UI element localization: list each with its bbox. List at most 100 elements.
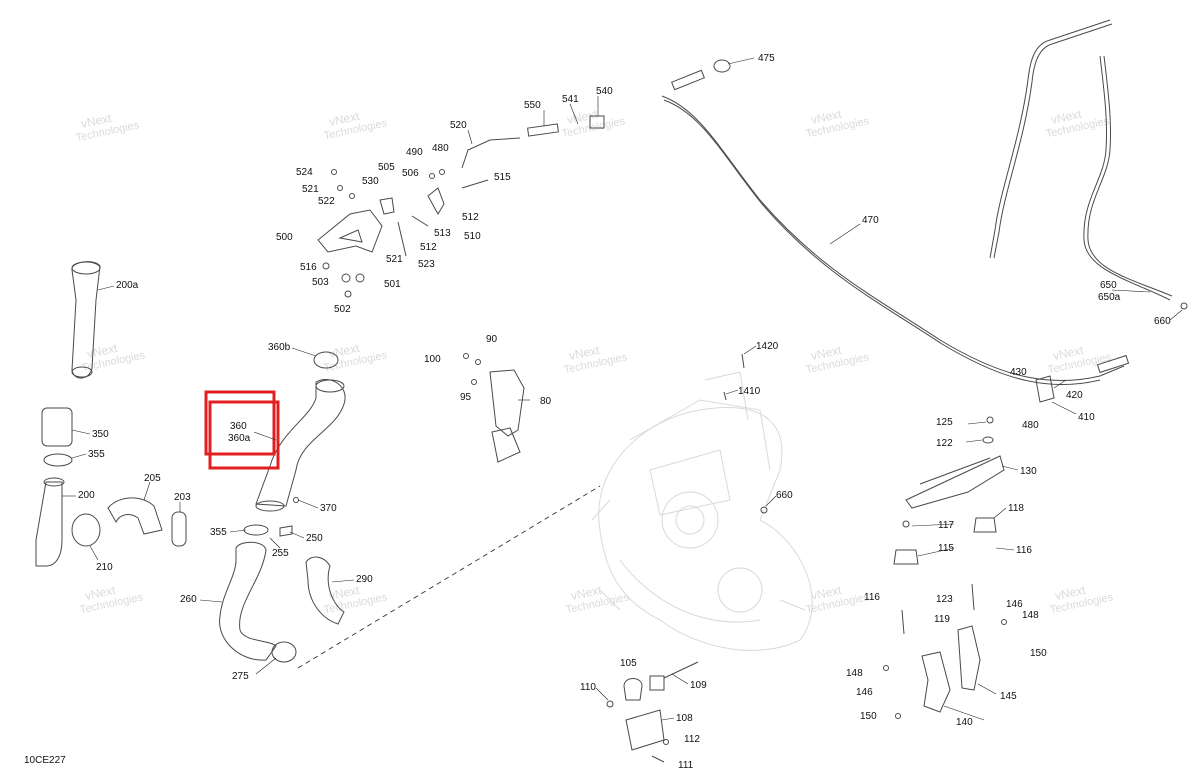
part-label-130: 130 (1020, 466, 1037, 477)
part-label-541: 541 (562, 94, 579, 105)
part-label-116-left: 116 (864, 592, 880, 603)
part-label-430: 430 (1010, 367, 1027, 378)
tube-360 (255, 379, 346, 507)
leader-line (1001, 465, 1019, 471)
nut-112 (663, 739, 669, 745)
watermark: vNextTechnologies (1042, 101, 1111, 140)
watermark-line1: vNext (566, 107, 600, 127)
nut-150 (895, 713, 901, 719)
part-label-200a: 200a (116, 280, 139, 291)
engine-ghost-outline (591, 371, 813, 651)
leader-line (725, 389, 739, 395)
watermark: vNextTechnologies (1046, 577, 1115, 616)
clip-660 (1180, 302, 1188, 310)
part-label-530: 530 (362, 176, 379, 187)
part-label-290: 290 (356, 574, 373, 585)
part-label-512-right: 512 (462, 212, 479, 223)
pedal-80-pad (491, 427, 521, 463)
hose-650 (989, 19, 1188, 310)
part-label-148-right: 148 (1022, 610, 1039, 621)
part-label-521-top: 521 (302, 184, 319, 195)
part-label-146-right: 146 (1006, 599, 1023, 610)
cable-470-line (661, 95, 1125, 382)
part-label-200: 200 (78, 490, 95, 501)
cable-470-line-2 (663, 99, 1101, 386)
part-label-116-right: 116 (1016, 545, 1032, 556)
watermark-line1: vNext (84, 583, 118, 603)
part-label-119: 119 (934, 614, 950, 625)
bracket-108 (625, 709, 665, 751)
nut-148 (883, 665, 889, 671)
grommet-475 (713, 59, 731, 73)
part-label-111: 111 (678, 760, 694, 771)
leader-line (569, 103, 579, 125)
nut-516 (322, 262, 330, 270)
part-label-522: 522 (318, 196, 335, 207)
part-label-205: 205 (144, 473, 161, 484)
part-label-490: 490 (406, 147, 423, 158)
part-label-360: 360 (230, 421, 247, 432)
watermark: vNextTechnologies (1044, 337, 1113, 376)
pivot-530 (379, 197, 395, 215)
leader-line (1111, 289, 1151, 293)
part-label-524: 524 (296, 167, 313, 178)
leader-line (829, 223, 861, 245)
watermark-line1: vNext (810, 343, 844, 363)
part-label-370: 370 (320, 503, 337, 514)
part-label-250: 250 (306, 533, 323, 544)
engine-mount-assembly (883, 375, 1055, 719)
part-label-502: 502 (334, 304, 351, 315)
bolt-109 (663, 661, 699, 679)
part-label-80: 80 (540, 396, 552, 407)
leader-line (331, 579, 355, 583)
cable-470-end-top (671, 69, 705, 91)
leader-line (199, 599, 223, 603)
nut-110 (606, 700, 614, 708)
boot-350 (41, 407, 73, 447)
fastener-490 (429, 173, 435, 179)
leader-line (297, 499, 319, 509)
nut-146 (1001, 619, 1007, 625)
lever-520 (461, 137, 521, 169)
watermark: vNextTechnologies (320, 335, 389, 374)
leader-line (671, 673, 689, 685)
part-label-660-center: 660 (776, 490, 793, 501)
part-label-505: 505 (378, 162, 395, 173)
hose-650-left-2 (993, 23, 1113, 259)
tube-200a-bottom (71, 366, 93, 378)
nut-117 (902, 520, 910, 528)
fastener-480 (439, 169, 445, 175)
watermark: vNextTechnologies (76, 577, 145, 616)
bolt-513 (411, 215, 429, 227)
leader-line (229, 529, 247, 533)
bolt-111 (651, 755, 665, 763)
leader-lines (62, 57, 1183, 721)
part-label-506: 506 (402, 168, 419, 179)
part-label-515: 515 (494, 172, 511, 183)
watermark-line1: vNext (1054, 583, 1088, 603)
watermark: vNextTechnologies (562, 577, 631, 616)
tube-360-top (315, 379, 345, 393)
nut-502 (344, 290, 352, 298)
part-label-109: 109 (690, 680, 707, 691)
part-label-148-left: 148 (846, 668, 863, 679)
washer-122 (982, 436, 994, 444)
part-label-108: 108 (676, 713, 693, 724)
leader-line (143, 481, 151, 501)
part-labels: 475 550 541 540 520 490 480 524 505 506 … (24, 53, 1171, 771)
part-label-521-bottom: 521 (386, 254, 403, 265)
accelerator-linkage-assembly (317, 115, 605, 298)
part-label-95: 95 (460, 392, 472, 403)
cable-470-end-bottom (1096, 354, 1130, 374)
leader-line (765, 495, 777, 507)
watermark: vNextTechnologies (560, 337, 629, 376)
nut-100 (463, 353, 469, 359)
clamp-355-lower (243, 524, 269, 536)
bracket-500 (317, 209, 383, 253)
part-label-410: 410 (1078, 412, 1095, 423)
part-label-110: 110 (580, 682, 596, 693)
part-label-90: 90 (486, 334, 498, 345)
part-label-650: 650 (1100, 280, 1117, 291)
highlight-frame-360 (204, 390, 280, 470)
part-label-480-bottom: 480 (1022, 420, 1039, 431)
